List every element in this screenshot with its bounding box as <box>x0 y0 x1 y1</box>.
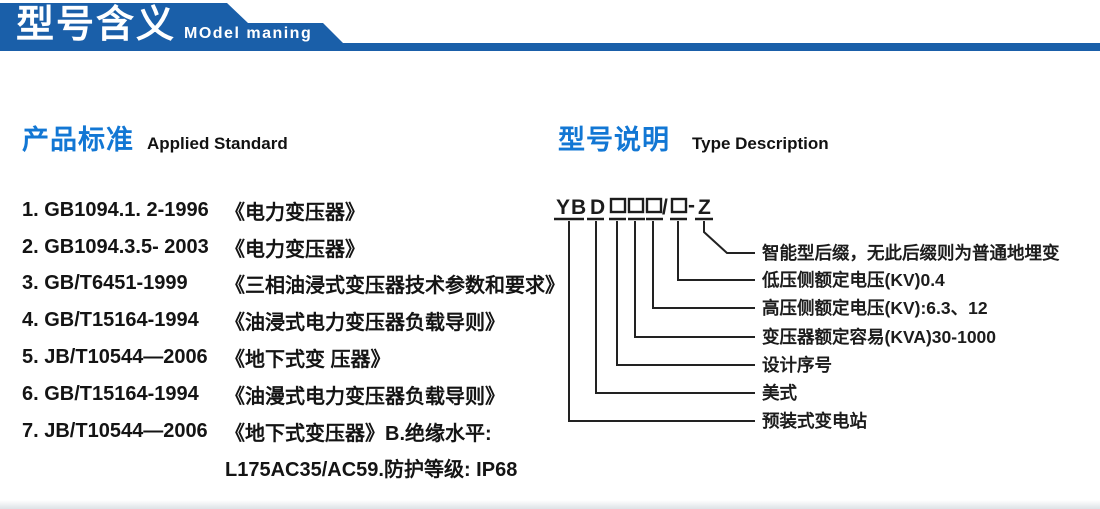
applied-standard-heading-zh: 产品标准 <box>22 125 134 155</box>
standard-title: 《地下式变压器》B.绝缘水平: <box>225 422 492 445</box>
standard-code: 4. GB/T15164-1994 <box>22 309 199 332</box>
connector-line <box>652 221 755 309</box>
standard-item: 5. JB/T10544—2006 《地下式变 压器》 <box>22 339 565 376</box>
model-code-dash: - <box>688 194 696 217</box>
diagram-labels: 智能型后缀，无此后缀则为普通地埋变 低压侧额定电压(KV)0.4 高压侧额定电压… <box>761 243 1060 431</box>
standard-title: 《电力变压器》 <box>225 201 365 224</box>
page-subtitle: MOdel maning <box>184 25 313 42</box>
type-description-heading-zh: 型号说明 <box>558 125 670 155</box>
connector-line <box>616 221 755 366</box>
diagram-label: 高压侧额定电压(KV):6.3、12 <box>762 298 988 318</box>
standard-code: 2. GB1094.3.5- 2003 <box>22 235 209 258</box>
standard-title: 《油漫式电力变压器负载导则》 <box>225 385 505 408</box>
model-code-type: D <box>590 196 606 219</box>
applied-standard-heading: 产品标准 Applied Standard <box>22 118 288 157</box>
connector-line <box>568 221 755 422</box>
standard-code: 1. GB1094.1. 2-1996 <box>22 198 209 221</box>
standard-title: 《三相油浸式变压器技术参数和要求》 <box>225 275 565 298</box>
standard-code: 6. GB/T15164-1994 <box>22 382 199 405</box>
standard-title: 《油浸式电力变压器负载导则》 <box>225 312 505 335</box>
page-title: 型号含义 <box>16 4 177 46</box>
model-digit-box-icon <box>670 197 688 214</box>
standard-item: 6. GB/T15164-1994 《油漫式电力变压器负载导则》 <box>22 376 565 413</box>
diagram-label: 美式 <box>762 383 797 403</box>
page-header: 型号含义 MOdel maning <box>0 0 1100 60</box>
standard-code: 7. JB/T10544—2006 <box>22 419 208 442</box>
standard-item: 2. GB1094.3.5- 2003 《电力变压器》 <box>22 229 565 266</box>
diagram-label: 预装式变电站 <box>762 411 867 431</box>
diagram-label: 设计序号 <box>762 355 832 375</box>
model-code-slash: / <box>662 196 669 219</box>
model-code-diagram: YB D / - Z 智能型后缀，无此后缀则为普通地埋变 低压侧额定电压(KV)… <box>554 194 1060 431</box>
standard-title: L175AC35/AC59.防护等级: IP68 <box>225 459 518 482</box>
standard-item: 1. GB1094.1. 2-1996 《电力变压器》 <box>22 192 565 229</box>
standard-item: 3. GB/T6451-1999 《三相油浸式变压器技术参数和要求》 <box>22 266 565 303</box>
applied-standard-heading-en: Applied Standard <box>147 134 288 153</box>
page-bottom-edge <box>0 500 1100 509</box>
standard-title: 《电力变压器》 <box>225 238 365 261</box>
connector-line <box>703 221 755 254</box>
model-code: YB D / - Z <box>554 194 713 221</box>
standard-item: 7. JB/T10544—2006 《地下式变压器》B.绝缘水平: <box>22 413 565 450</box>
standard-title: 《地下式变 压器》 <box>225 349 391 372</box>
standard-item-continuation: L175AC35/AC59.防护等级: IP68 <box>22 450 565 487</box>
connector-line <box>677 221 755 281</box>
standard-code: 5. JB/T10544—2006 <box>22 346 208 369</box>
header-banner-shape <box>0 3 1100 51</box>
model-digit-box-icon <box>609 197 627 214</box>
standard-code: 3. GB/T6451-1999 <box>22 272 188 295</box>
standard-item: 4. GB/T15164-1994 《油浸式电力变压器负载导则》 <box>22 302 565 339</box>
model-code-suffix: Z <box>698 196 712 219</box>
model-digit-box-icon <box>645 197 663 214</box>
connector-lines <box>568 221 755 422</box>
type-description-heading-en: Type Description <box>692 134 829 153</box>
diagram-label: 变压器额定容易(KVA)30-1000 <box>762 327 996 347</box>
diagram-label: 低压侧额定电压(KV)0.4 <box>761 270 945 290</box>
standards-list: 1. GB1094.1. 2-1996 《电力变压器》 2. GB1094.3.… <box>22 192 565 486</box>
model-digit-box-icon <box>627 197 645 214</box>
type-description-heading: 型号说明 Type Description <box>558 118 829 157</box>
diagram-label: 智能型后缀，无此后缀则为普通地埋变 <box>762 243 1060 263</box>
model-code-prefix: YB <box>556 196 587 219</box>
connector-line <box>595 221 755 394</box>
connector-line <box>634 221 755 338</box>
